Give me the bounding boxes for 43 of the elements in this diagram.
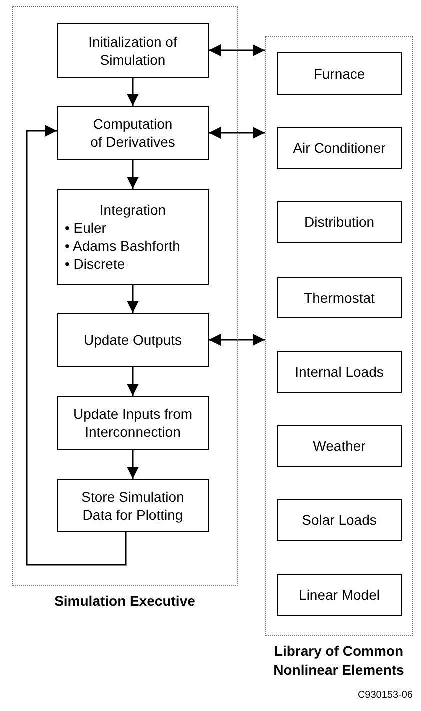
- box-text: Solar Loads: [302, 511, 377, 529]
- process-box: [277, 351, 402, 393]
- box-text: Linear Model: [299, 586, 380, 604]
- box-text: Integration: [100, 201, 166, 219]
- box-text: Weather: [313, 437, 366, 455]
- group-heading: Simulation Executive: [54, 592, 196, 611]
- process-box: [277, 127, 402, 169]
- arrow: [209, 127, 265, 139]
- process-box: [277, 277, 402, 318]
- figure-code: C930153-06: [358, 690, 413, 701]
- box-text: Update Inputs from Interconnection: [72, 405, 194, 441]
- box-text: Distribution: [304, 213, 375, 231]
- list-item: • Discrete: [65, 255, 126, 273]
- list-item: • Euler: [65, 219, 108, 237]
- arrow: [26, 125, 127, 566]
- box-text: Initialization of Simulation: [88, 32, 178, 68]
- process-box: [277, 425, 402, 467]
- box-text: Air Conditioner: [293, 139, 386, 157]
- process-box: [277, 574, 402, 616]
- arrow: [127, 450, 139, 479]
- arrow: [127, 160, 139, 189]
- process-box: [57, 396, 209, 450]
- process-box: [57, 313, 209, 367]
- process-box: [277, 52, 402, 95]
- process-box: [277, 201, 402, 243]
- box-text: Store Simulation Data for Plotting: [80, 488, 186, 524]
- box-text: Thermostat: [304, 288, 375, 306]
- process-box: [57, 106, 209, 160]
- process-box: [57, 479, 209, 532]
- arrow: [127, 367, 139, 396]
- arrow: [127, 285, 139, 313]
- group-heading: Library of Common Nonlinear Elements: [272, 642, 406, 680]
- process-box: [57, 189, 209, 285]
- arrow: [209, 44, 265, 56]
- process-box: [57, 23, 209, 78]
- list-item: • Adams Bashforth: [65, 237, 180, 255]
- process-box: [277, 499, 402, 541]
- box-text: Furnace: [314, 64, 366, 82]
- box-text: Update Outputs: [84, 331, 182, 349]
- arrow: [209, 334, 265, 346]
- box-text: Computation of Derivatives: [90, 115, 176, 151]
- arrow: [127, 78, 139, 106]
- box-text: Internal Loads: [295, 363, 384, 381]
